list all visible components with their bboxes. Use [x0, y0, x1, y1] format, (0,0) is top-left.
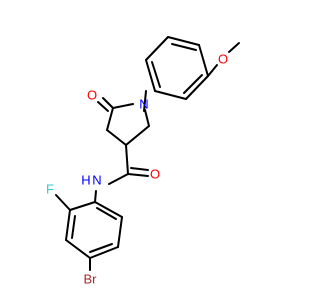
bond	[89, 243, 113, 253]
bond	[125, 125, 150, 146]
oxygen-atom-label: O	[150, 167, 160, 182]
bond	[69, 201, 96, 211]
bond	[106, 107, 114, 131]
nitrogen-atom-label: N	[92, 173, 101, 188]
bond	[145, 36, 169, 61]
bond	[55, 194, 71, 211]
bond	[154, 90, 187, 100]
molecule-structure-diagram: O N O O N H F Br	[46, 36, 240, 287]
bond	[71, 215, 76, 239]
bond	[198, 44, 209, 77]
bond	[171, 43, 197, 51]
fluorine-atom-label: F	[46, 182, 54, 197]
bond	[183, 74, 203, 94]
bond	[143, 90, 147, 112]
bond	[112, 103, 134, 109]
oxygen-atom-label: O	[87, 88, 97, 103]
bond	[125, 144, 129, 175]
bond	[117, 216, 123, 248]
bond	[167, 36, 200, 46]
bond	[89, 246, 119, 259]
hydrogen-atom-label: H	[81, 173, 90, 188]
bond	[127, 173, 149, 177]
bond	[151, 61, 161, 88]
bond	[207, 64, 218, 77]
bond	[97, 101, 109, 112]
bond	[94, 201, 123, 218]
oxygen-atom-label: O	[218, 52, 228, 67]
bond	[108, 173, 129, 185]
bromine-atom-label: Br	[84, 272, 98, 287]
atom-labels: O N O O N H F Br	[46, 52, 228, 287]
bond	[65, 209, 71, 241]
bond	[102, 97, 114, 109]
bond-lines	[55, 36, 240, 271]
bond	[228, 42, 240, 53]
bond	[94, 190, 97, 203]
bond	[96, 207, 117, 220]
bond	[185, 75, 209, 100]
bond	[130, 167, 149, 171]
bond	[144, 109, 150, 127]
bond	[106, 129, 127, 146]
nitrogen-atom-label: N	[139, 97, 148, 112]
bond	[65, 239, 91, 259]
bond	[145, 59, 156, 92]
